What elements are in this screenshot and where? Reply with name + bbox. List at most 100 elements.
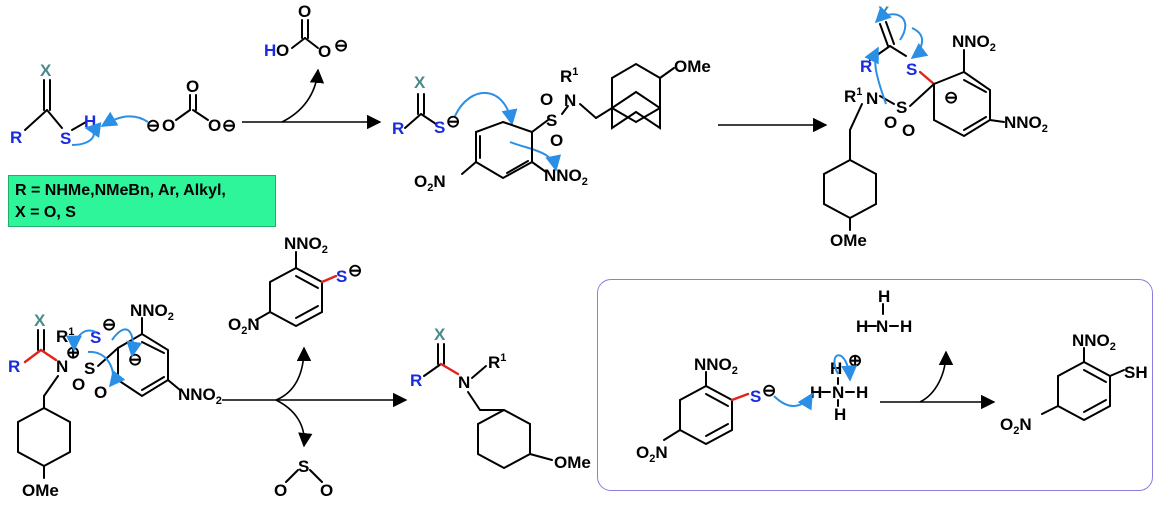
atom-h: H [834,405,846,424]
atom-r: R [410,371,422,390]
label-sh: SH [1124,363,1148,382]
atom-o: O [274,481,287,500]
atom-o: O [540,90,553,109]
bicarbonate-minus: ⊖ [334,36,348,55]
atom-x: X [40,61,52,80]
label-ome: OMe [22,481,59,500]
label-no2: NNO2 [952,32,996,54]
curly-arrow-deprotonate [100,111,149,127]
atom-o: O [186,77,199,96]
curly-arrow-so2 [87,350,126,388]
thioacid: X R S H [10,61,96,148]
curly-arrow-proton [773,392,813,411]
atom-o: O [276,41,289,60]
atom-n: N [458,373,470,392]
label-o2n: O2N [414,172,446,194]
s-minus: ⊖ [102,315,116,334]
label-no2: NNO2 [1072,331,1116,353]
atom-n: N [56,357,68,376]
spiro-intermediate: X R S R1 N S O O ⊖ NNO2 NNO2 OMe [823,3,1048,250]
label-ome: OMe [830,231,867,250]
atom-n: N [564,91,576,110]
thiolate-minus: ⊖ [762,381,776,400]
n-plus: ⊕ [66,343,80,362]
atom-o: O [72,375,85,394]
atom-s: S [336,267,347,286]
atom-o: O [320,481,333,500]
atom-o: O [208,116,221,135]
atom-s: S [298,457,309,476]
curly-arrow-nh [833,354,858,382]
atom-s: S [750,387,761,406]
atom-n: N [832,383,844,402]
atom-h: H [878,287,890,306]
amide-product: X R N R1 OMe [410,325,591,472]
curly-arrow-s [910,27,929,59]
atom-x: X [414,73,426,92]
atom-o: O [902,121,915,140]
atom-r: R [392,119,404,138]
ammonia-workup-frame [597,279,1153,491]
label-no2: NNO2 [1004,113,1048,135]
atom-h: H [856,383,868,402]
thiocarboxylate-minus: ⊖ [446,112,460,131]
ring-minus: ⊖ [128,350,142,369]
byproduct-arrow-so2 [275,399,313,448]
atom-r1: R1 [560,66,578,86]
atom-r: R [860,57,872,76]
label-o2n: O2N [636,443,668,465]
atom-n: N [866,89,878,108]
atom-s: S [434,118,445,137]
atom-s: S [896,98,907,117]
curly-arrow-sh [71,122,102,146]
carbonate: ⊖ O O O ⊖ [146,77,236,135]
atom-h: H [810,383,822,402]
carbonate-minus-1: ⊖ [146,116,160,135]
substituent-note: R = NHMe,NMeBn, Ar, Alkyl, X = O, S [8,175,276,227]
atom-x: X [434,325,446,344]
curly-arrow-attack [454,91,518,126]
carbonate-minus-2: ⊖ [222,116,236,135]
atom-r1: R1 [56,326,74,346]
dinitrothiophenolate: S ⊖ NNO2 O2N [228,234,362,337]
atom-h: H [856,317,868,336]
curly-arrow-ring2 [111,328,143,358]
label-ome: OMe [674,57,711,76]
label-no2: NNO2 [544,166,588,188]
label-no2: NNO2 [694,355,738,377]
byproduct-arrow-bicarbonate [281,68,325,123]
thiocarboxylate: X R S ⊖ [392,73,460,138]
atom-s: S [546,111,557,130]
atom-h: H [264,41,276,60]
atom-n: N [876,317,888,336]
curly-arrow-ring [509,141,562,172]
label-no2: NNO2 [130,301,174,323]
label-ome: OMe [554,453,591,472]
atom-s: S [84,359,95,378]
atom-x: X [34,311,46,330]
byproduct-arrow-thiolate [275,346,312,401]
atom-r: R [8,357,20,376]
acyl-transfer-intermediate: X R R1 N ⊕ S ⊖ S O O ⊖ NNO2 NNO2 OMe [8,301,222,500]
atom-h: H [900,317,912,336]
label-no2: NNO2 [284,234,328,256]
note-line-x: X = O, S [15,204,76,221]
atom-o: O [318,42,331,61]
label-o2n: O2N [1000,415,1032,437]
ring-minus: ⊖ [944,88,958,107]
bicarbonate: H O O O ⊖ [264,2,348,61]
curly-arrow-collapse [874,6,907,41]
n-plus: ⊕ [848,351,862,370]
note-line-substituents: R = NHMe,NMeBn, Ar, Alkyl, [15,182,226,199]
curly-arrow-n-attack [864,46,887,105]
atom-r: R [10,128,22,147]
curly-arrow-sn [66,329,97,352]
atom-o: O [884,113,897,132]
atom-o: O [298,2,311,21]
label-o2n: O2N [228,315,260,337]
atom-s: S [90,328,101,347]
byproduct-arrow-ammonia [919,350,954,403]
atom-o: O [550,131,563,150]
ammonia-workup: S ⊖ NNO2 O2N H ⊕ H N H H H H N H SH NNO2… [636,287,1148,465]
